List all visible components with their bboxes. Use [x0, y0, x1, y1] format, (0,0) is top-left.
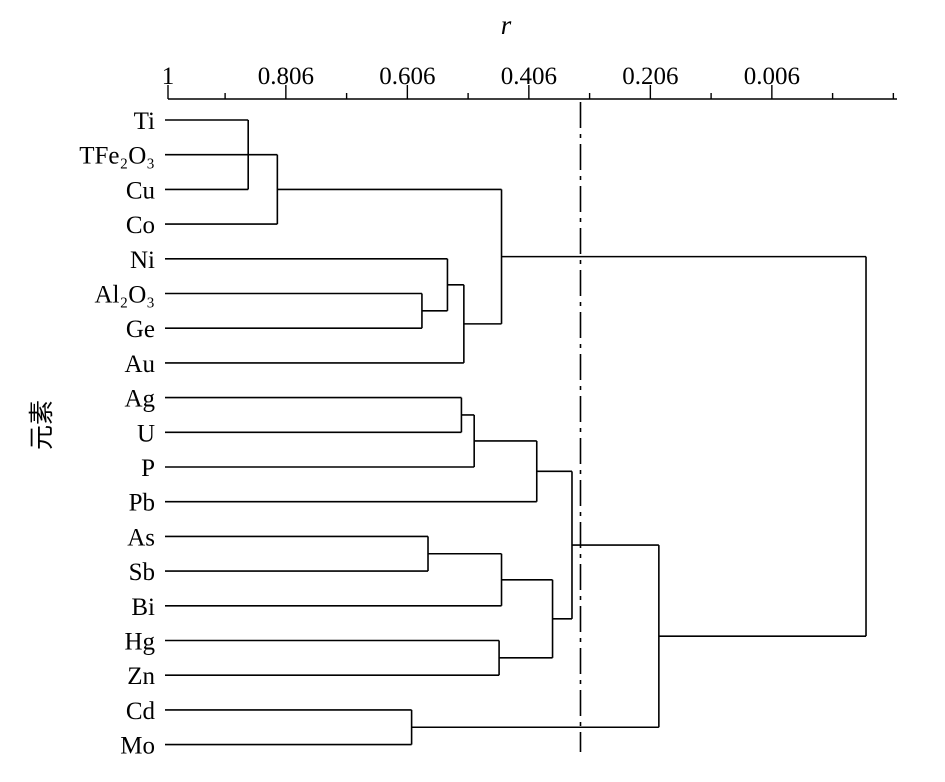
x-tick-label: 1 [162, 63, 175, 90]
leaf-label: Bi [131, 594, 155, 621]
leaf-label: Zn [127, 663, 155, 690]
leaf-label: Al₂O₃ [95, 282, 156, 309]
leaf-label: Au [124, 351, 155, 378]
leaf-label: Cu [126, 177, 156, 204]
x-axis-title: r [501, 10, 512, 40]
x-axis: 1 0.806 0.606 0.406 0.206 0.006 [162, 63, 897, 100]
leaf-label: Ti [134, 108, 155, 135]
leaf-label: Mo [120, 733, 155, 760]
dendrogram-branches [165, 119, 867, 746]
y-axis-title: 元素 [27, 400, 56, 450]
leaf-label: Ge [126, 316, 155, 343]
leaf-label: Hg [124, 629, 155, 656]
leaf-label: As [127, 524, 155, 551]
leaf-label: Ni [130, 247, 155, 274]
leaf-label: TFe₂O₃ [79, 143, 155, 170]
x-tick-label: 0.206 [622, 63, 678, 90]
leaf-label: Ag [124, 386, 155, 413]
leaf-label: U [137, 420, 155, 447]
leaf-label: Pb [129, 490, 155, 517]
x-tick-label: 0.406 [501, 63, 557, 90]
x-tick-label: 0.806 [258, 63, 314, 90]
leaf-label: P [141, 455, 155, 482]
leaf-label: Sb [129, 559, 155, 586]
x-tick-label: 0.006 [744, 63, 800, 90]
leaf-label: Cd [126, 698, 156, 725]
x-tick-label: 0.606 [379, 63, 435, 90]
leaf-label: Co [126, 212, 155, 239]
